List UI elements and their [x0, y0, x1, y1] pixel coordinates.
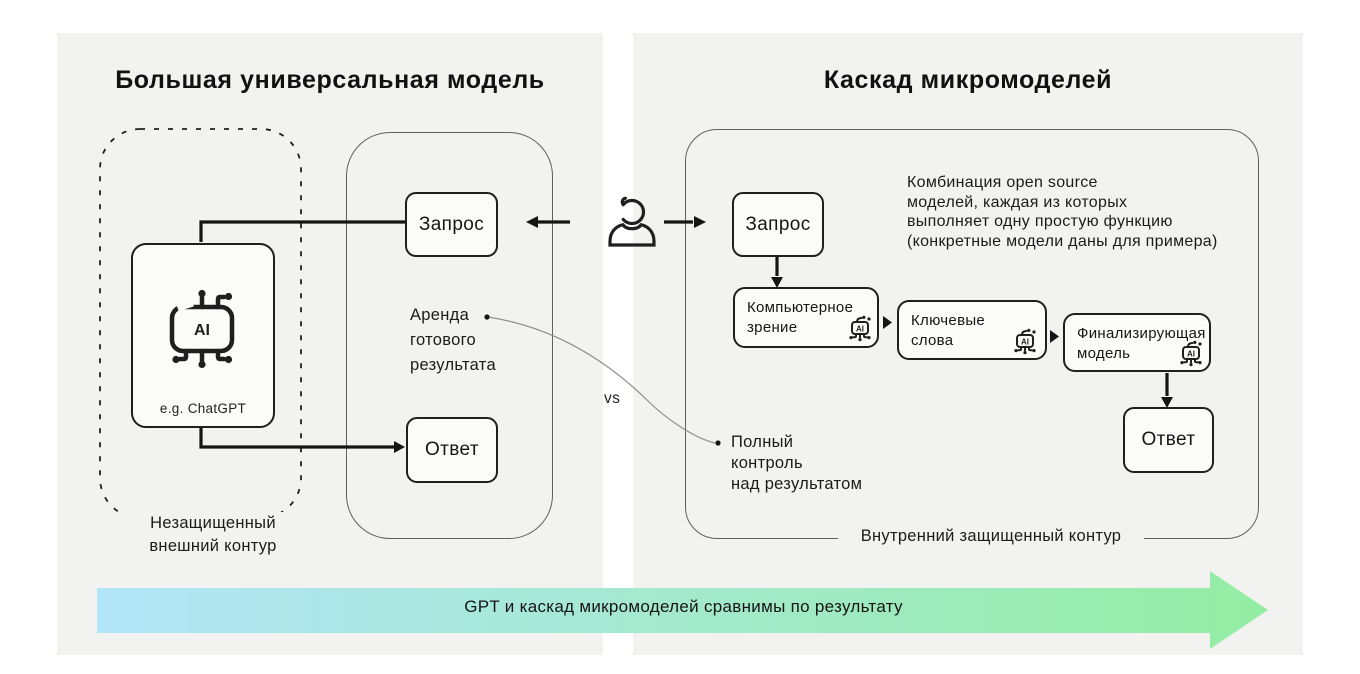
model-box-finalizing: Финализирующая модель [1063, 313, 1211, 372]
inner-loop-label: Внутренний защищенный контур [838, 526, 1144, 547]
outer-loop-label: Незащищенный внешний контур [108, 512, 318, 558]
ai-model-box: AI e.g. ChatGPT [131, 243, 275, 428]
right-request-box: Запрос [732, 192, 824, 257]
model-box-keywords: Ключевые слова [897, 300, 1047, 360]
ai-example-label: e.g. ChatGPT [159, 401, 247, 416]
svg-text:AI: AI [856, 324, 864, 333]
svg-text:AI: AI [1187, 349, 1195, 358]
control-note: Полный контроль над результатом [731, 433, 863, 493]
rent-note: Аренда готового результата [410, 306, 496, 374]
outer-loop-dashed-border [99, 128, 302, 519]
bottom-arrow-label: GPT и каскад микромоделей сравнимы по ре… [464, 597, 903, 616]
ai-robot-icon: AI [1014, 328, 1036, 355]
ai-robot-icon: AI [849, 315, 871, 342]
vs-label: vs [604, 390, 621, 407]
ai-robot-icon: AI [1180, 340, 1202, 367]
right-response-box: Ответ [1123, 407, 1214, 473]
ai-chip-icon: AI [169, 289, 235, 369]
left-request-box: Запрос [405, 192, 498, 257]
left-response-box: Ответ [406, 417, 498, 483]
svg-text:AI: AI [194, 322, 210, 339]
combo-note: Комбинация open source моделей, каждая и… [907, 174, 1218, 250]
left-panel-title: Большая универсальная модель [115, 66, 545, 94]
right-panel-title: Каскад микромоделей [823, 66, 1113, 94]
svg-text:AI: AI [1021, 337, 1029, 346]
